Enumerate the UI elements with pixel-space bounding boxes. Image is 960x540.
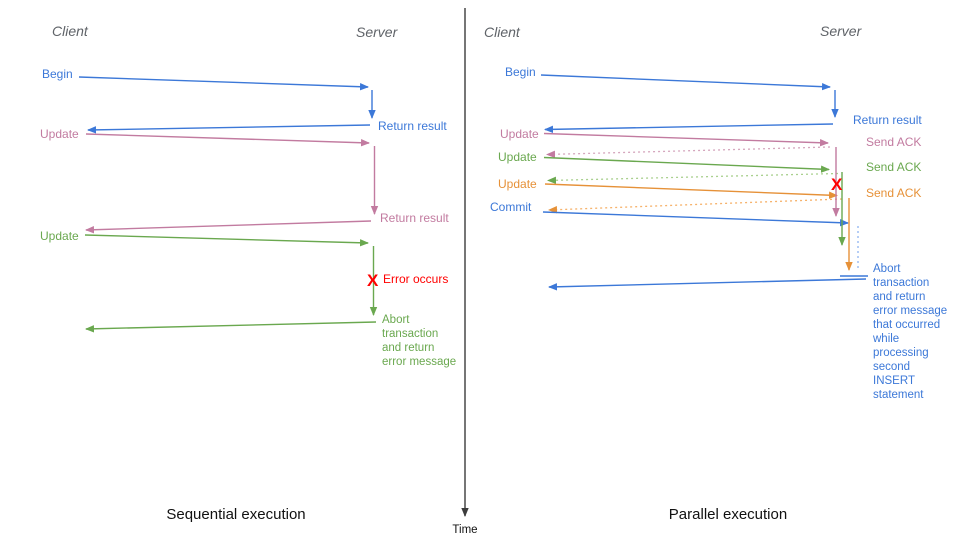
right-begin-label: Begin <box>505 65 536 79</box>
left-begin-response-arrow <box>87 124 371 134</box>
right-client-header: Client <box>484 24 521 40</box>
right-abort-line-9: INSERT <box>873 375 915 387</box>
right-abort-line-2: transaction <box>873 277 929 289</box>
right-begin-response-arrow <box>544 123 834 134</box>
right-ack3-dotted-arrow <box>548 198 843 214</box>
left-update1-response-arrow <box>85 220 372 234</box>
left-abort-line-2: transaction <box>382 328 438 340</box>
right-abort-line-8: second <box>873 361 910 373</box>
right-ack1-dotted-arrow <box>546 146 831 158</box>
right-update2-label: Update <box>498 150 537 164</box>
right-update1-request-arrow <box>543 132 829 147</box>
left-begin-request-arrow <box>78 76 369 91</box>
right-update1-label: Update <box>500 127 539 141</box>
left-return-result-1-label: Return result <box>378 119 447 133</box>
right-commit-label: Commit <box>490 200 532 214</box>
right-server-header: Server <box>820 23 863 39</box>
left-server-header: Server <box>356 24 399 40</box>
left-abort-line-1: Abort <box>382 314 410 326</box>
left-abort-line-4: error message <box>382 356 456 368</box>
left-error-label: Error occurs <box>383 272 448 286</box>
left-abort-response-arrow <box>85 321 377 333</box>
left-update2-request-arrow <box>84 234 369 247</box>
left-error-x-icon: X <box>367 271 379 290</box>
right-abort-response-arrow <box>548 278 867 291</box>
right-error-x-icon: X <box>831 175 843 194</box>
time-axis-label: Time <box>452 524 477 536</box>
right-abort-line-6: while <box>872 333 899 345</box>
right-abort-line-10: statement <box>873 389 924 401</box>
left-update1-request-arrow <box>85 133 370 147</box>
left-abort-line-3: and return <box>382 342 434 354</box>
left-update2-label: Update <box>40 229 79 243</box>
right-send-ack-3-label: Send ACK <box>866 186 921 200</box>
right-abort-line-7: processing <box>873 347 929 359</box>
left-client-header: Client <box>52 23 89 39</box>
right-begin-request-arrow <box>540 74 831 91</box>
right-panel-title: Parallel execution <box>669 506 787 523</box>
left-return-result-2-label: Return result <box>380 211 449 225</box>
right-abort-line-1: Abort <box>873 263 901 275</box>
time-axis: Time <box>452 8 478 536</box>
parallel-panel: Client Server Begin Return result Update… <box>484 23 947 523</box>
right-commit-request-arrow <box>542 211 849 227</box>
sequential-panel: Client Server Begin Return result Update… <box>40 23 456 523</box>
right-abort-line-3: and return <box>873 291 925 303</box>
right-abort-line-4: error message <box>873 305 947 317</box>
left-panel-title: Sequential execution <box>166 506 305 523</box>
left-update1-label: Update <box>40 127 79 141</box>
right-update3-label: Update <box>498 177 537 191</box>
right-send-ack-1-label: Send ACK <box>866 135 921 149</box>
right-return-result-label: Return result <box>853 113 922 127</box>
right-abort-line-5: that occurred <box>873 319 940 331</box>
right-send-ack-2-label: Send ACK <box>866 160 921 174</box>
right-update2-request-arrow <box>543 156 830 173</box>
right-ack2-dotted-arrow <box>547 172 839 185</box>
left-begin-label: Begin <box>42 67 73 81</box>
right-update3-request-arrow <box>544 183 838 199</box>
